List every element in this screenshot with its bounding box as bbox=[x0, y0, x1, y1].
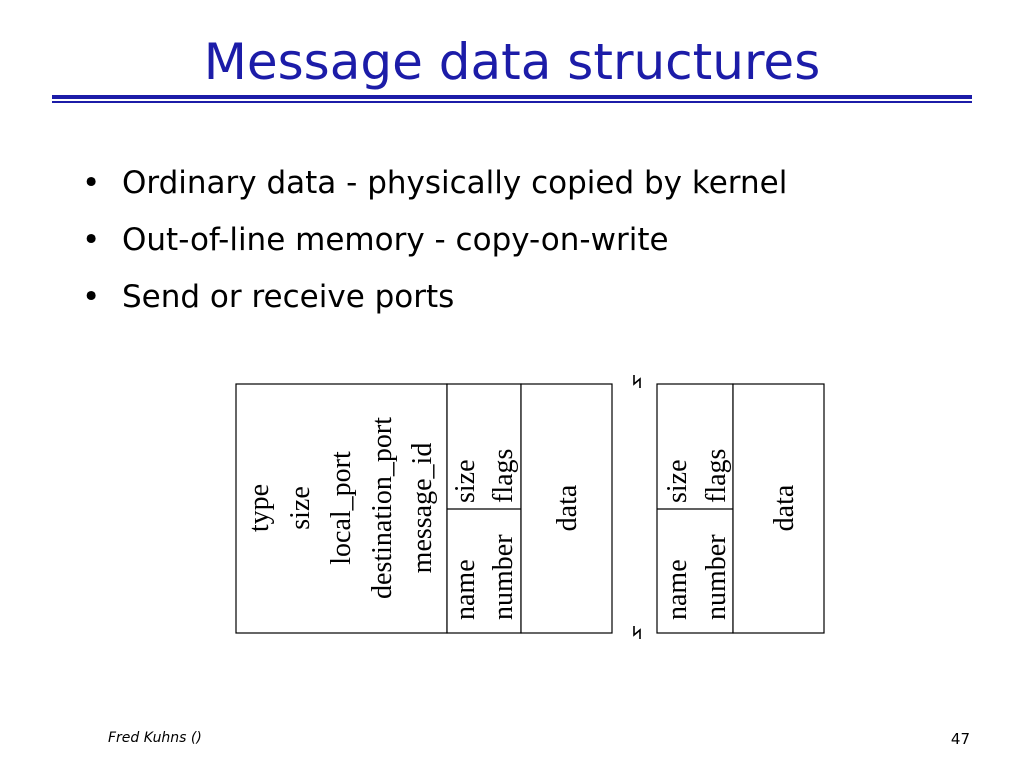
header-box bbox=[235, 383, 448, 634]
bullet-marker: • bbox=[82, 279, 101, 315]
title-rule-thin bbox=[52, 101, 972, 103]
data-box-1 bbox=[520, 383, 613, 634]
descriptor-2-size: size bbox=[662, 459, 693, 503]
break-mark-bottom bbox=[633, 626, 641, 639]
descriptor-1-size: size bbox=[450, 459, 481, 503]
bullet-text: Out-of-line memory - copy-on-write bbox=[122, 222, 669, 258]
header-field-size: size bbox=[285, 486, 316, 530]
data-label-1: data bbox=[552, 484, 583, 531]
data-box-2 bbox=[732, 383, 825, 634]
header-field-message-id: message_id bbox=[407, 443, 438, 574]
bullet-item: • Out-of-line memory - copy-on-write bbox=[82, 212, 787, 269]
descriptor-1-name: name bbox=[450, 559, 481, 620]
slide-title: Message data structures bbox=[203, 33, 821, 91]
descriptor-2-number: number bbox=[701, 534, 732, 620]
header-field-local-port: local_port bbox=[326, 451, 357, 565]
descriptor-1-flags: flags bbox=[488, 449, 519, 503]
bullet-list: • Ordinary data - physically copied by ke… bbox=[82, 155, 787, 326]
bullet-marker: • bbox=[82, 222, 101, 258]
descriptor-2-name: name bbox=[662, 559, 693, 620]
header-field-type: type bbox=[244, 484, 275, 532]
descriptor-2-flags: flags bbox=[701, 449, 732, 503]
title-rule-thick bbox=[52, 95, 972, 99]
data-label-2: data bbox=[769, 484, 800, 531]
bullet-marker: • bbox=[82, 165, 101, 201]
bullet-item: • Ordinary data - physically copied by ke… bbox=[82, 155, 787, 212]
break-mark-top bbox=[633, 375, 641, 388]
header-field-destination-port: destination_port bbox=[367, 417, 398, 599]
bullet-text: Ordinary data - physically copied by ker… bbox=[122, 165, 788, 201]
footer-author: Fred Kuhns () bbox=[108, 730, 202, 746]
descriptor-1-number: number bbox=[488, 534, 519, 620]
bullet-item: • Send or receive ports bbox=[82, 269, 787, 326]
page-number: 47 bbox=[950, 730, 970, 748]
bullet-text: Send or receive ports bbox=[122, 279, 455, 315]
